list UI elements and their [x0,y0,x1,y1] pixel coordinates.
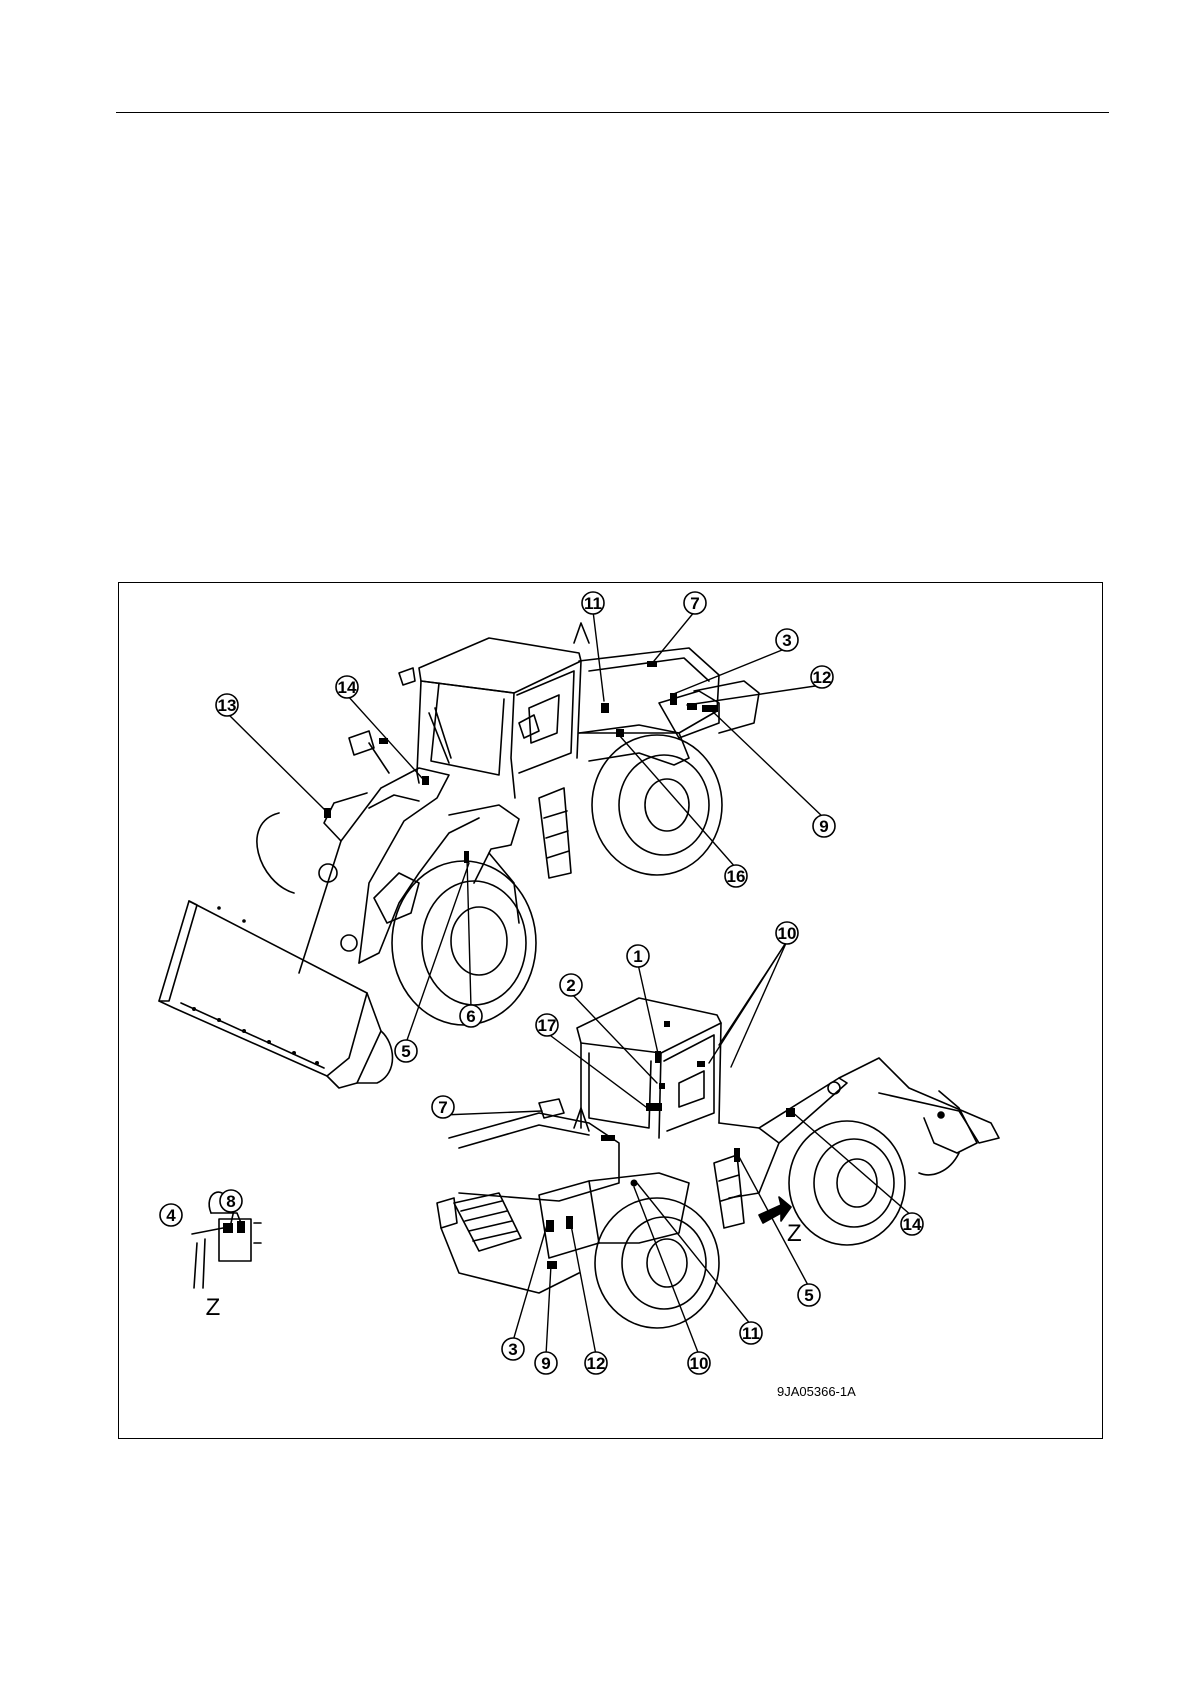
callout-number: 14 [338,678,357,697]
callout-bottom-view-2: 2 [560,974,582,996]
callout-top-view-3: 3 [776,629,798,651]
callout-number: 11 [584,594,602,613]
callout-number: 7 [438,1098,447,1117]
callout-number: 17 [538,1016,557,1035]
callout-number: 12 [587,1354,606,1373]
callout-bottom-view-3: 3 [502,1338,524,1360]
callout-top-view-9: 9 [813,815,835,837]
callout-number: 14 [903,1215,922,1234]
bottom-loader-illustration [437,998,999,1328]
top-loader-illustration [159,623,759,1088]
callout-number: 3 [508,1340,517,1359]
callout-number: 6 [466,1007,475,1026]
callout-number: 9 [541,1354,550,1373]
top-leader-lines [227,611,824,1043]
callout-number: 8 [226,1192,235,1211]
callout-bottom-view-12: 12 [585,1352,607,1374]
callout-number: 11 [742,1324,760,1343]
callout-bottom-view-17: 17 [536,1014,558,1036]
callout-number: 4 [166,1206,176,1225]
callout-bottom-view-14: 14 [901,1213,923,1235]
callout-detail-view-4: 4 [160,1204,182,1226]
callout-bottom-view-9: 9 [535,1352,557,1374]
callout-number: 9 [819,817,828,836]
callout-detail-view-8: 8 [220,1190,242,1212]
callout-number: 5 [401,1042,410,1061]
callout-top-view-6: 6 [460,1005,482,1027]
callout-top-view-12: 12 [811,666,833,688]
callout-top-view-11: 11 [582,592,604,614]
callout-top-view-16: 16 [725,865,747,887]
callout-number: 13 [218,696,237,715]
callout-top-view-5: 5 [395,1040,417,1062]
callout-top-view-13: 13 [216,694,238,716]
callout-number: 2 [566,976,575,995]
figure-id: 9JA05366-1A [777,1384,856,1399]
callout-bottom-view-10: 10 [688,1352,710,1374]
callout-number: 16 [727,867,746,886]
header-rule [116,112,1109,113]
callout-number: 10 [778,924,797,943]
callout-number: 7 [690,594,699,613]
callout-bottom-view-11: 11 [740,1322,762,1344]
callout-top-view-14: 14 [336,676,358,698]
callout-bottom-view-10: 10 [776,922,798,944]
callout-bottom-view-1: 1 [627,945,649,967]
callout-number: 10 [690,1354,709,1373]
callout-top-view-7: 7 [684,592,706,614]
callout-number: 1 [633,947,642,966]
callout-bottom-view-7: 7 [432,1096,454,1118]
callout-number: 12 [813,668,832,687]
detail-view-label: Z [206,1294,221,1321]
callout-bottom-view-5: 5 [798,1284,820,1306]
detail-arrow-label: Z [787,1220,802,1247]
callout-number: 3 [782,631,791,650]
callout-number: 5 [804,1286,813,1305]
